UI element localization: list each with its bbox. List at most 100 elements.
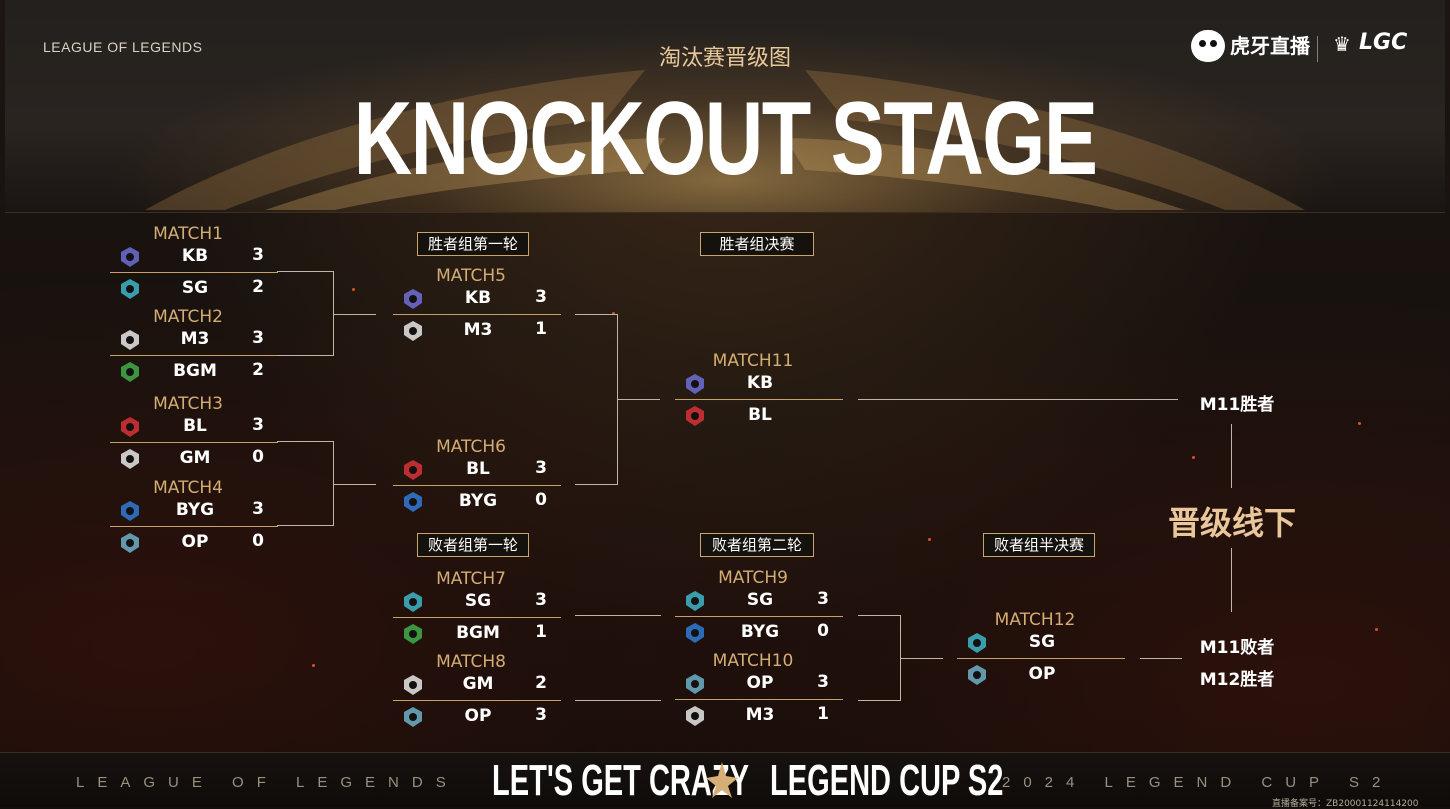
connector-line [1140, 658, 1182, 659]
match-label: MATCH11 [712, 351, 794, 371]
connector-line [858, 615, 901, 616]
lgc-brand-text: LGC [1359, 30, 1408, 55]
match-label: MATCH12 [994, 610, 1076, 630]
team-score: 3 [817, 589, 829, 609]
team-score: 0 [252, 447, 264, 467]
team-score: 3 [535, 287, 547, 307]
team-score: 3 [252, 499, 264, 519]
stage-losers-round2: 败者组第二轮 [700, 533, 814, 557]
ember-particle [928, 538, 931, 541]
connector-line [858, 399, 1178, 400]
connector-line [277, 271, 334, 272]
team-name: BYG [740, 622, 780, 642]
match-label: MATCH10 [712, 651, 794, 671]
team-score: 1 [535, 622, 547, 642]
connector-line [277, 355, 334, 356]
match-divider [675, 616, 843, 617]
team-name: BYG [175, 500, 215, 520]
bl-team-logo-icon [683, 405, 707, 427]
kb-team-logo-icon [401, 288, 425, 310]
byg-team-logo-icon [401, 491, 425, 513]
op-team-logo-icon [401, 706, 425, 728]
connector-line [1231, 424, 1232, 488]
match-label: MATCH9 [718, 568, 788, 588]
connector-line [575, 314, 618, 315]
lgc-crown-icon: ♛ [1333, 32, 1351, 56]
match-divider [957, 658, 1125, 659]
team-score: 2 [252, 277, 264, 297]
match-label: MATCH8 [436, 652, 506, 672]
m3-team-logo-icon [401, 320, 425, 342]
connector-line [900, 615, 901, 701]
team-score: 3 [817, 672, 829, 692]
op-team-logo-icon [118, 532, 142, 554]
team-row: SG [957, 628, 1123, 658]
m3-team-logo-icon [118, 329, 142, 351]
team-score: 3 [252, 415, 264, 435]
team-row: BGM 1 [393, 619, 559, 649]
team-name: KB [181, 246, 209, 266]
kb-team-logo-icon [118, 246, 142, 268]
bgm-team-logo-icon [118, 361, 142, 383]
team-name: KB [746, 373, 774, 393]
connector-line [277, 525, 334, 526]
connector-line [575, 615, 661, 616]
m3-team-logo-icon [683, 705, 707, 727]
match-label: MATCH7 [436, 569, 506, 589]
huya-logo-icon [1191, 30, 1225, 62]
team-name: OP [181, 532, 209, 552]
team-name: BGM [456, 623, 500, 643]
sg-team-logo-icon [683, 590, 707, 612]
m11-winner-label: M11胜者 [1199, 395, 1275, 415]
team-name: SG [464, 591, 492, 611]
connector-line [277, 441, 334, 442]
team-name: KB [464, 288, 492, 308]
team-score: 0 [817, 621, 829, 641]
connector-line [617, 314, 618, 485]
match-label: MATCH6 [436, 437, 506, 457]
match-divider [110, 442, 278, 443]
match-divider [110, 355, 278, 356]
team-name: M3 [180, 329, 210, 349]
brand-separator [1317, 36, 1318, 62]
huya-brand-text: 虎牙直播 [1230, 34, 1310, 58]
byg-team-logo-icon [118, 500, 142, 522]
stage-losers-round1: 败者组第一轮 [417, 533, 529, 557]
sg-team-logo-icon [118, 278, 142, 300]
connector-line [575, 484, 618, 485]
bgm-team-logo-icon [401, 623, 425, 645]
ember-particle [612, 312, 615, 315]
subtitle-cn: 淘汰赛晋级图 [658, 46, 791, 71]
team-name: BGM [173, 361, 217, 381]
connector-line [858, 700, 901, 701]
match-label: MATCH1 [153, 224, 223, 244]
m12-winner-label: M12胜者 [1199, 670, 1275, 690]
match-divider [393, 485, 561, 486]
legend-cup-emblem-icon [704, 760, 740, 800]
team-score: 2 [535, 673, 547, 693]
team-score: 3 [535, 458, 547, 478]
connector-line [618, 399, 660, 400]
match-divider [675, 699, 843, 700]
match-label: MATCH5 [436, 266, 506, 286]
ember-particle [1375, 628, 1378, 631]
team-row: BYG 0 [675, 618, 841, 648]
advance-offline-label: 晋级线下 [1167, 504, 1296, 542]
team-row: BL [675, 401, 841, 431]
team-name: OP [1028, 664, 1056, 684]
match-label: MATCH4 [153, 478, 223, 498]
connector-line [1231, 548, 1232, 612]
team-score: 3 [252, 245, 264, 265]
